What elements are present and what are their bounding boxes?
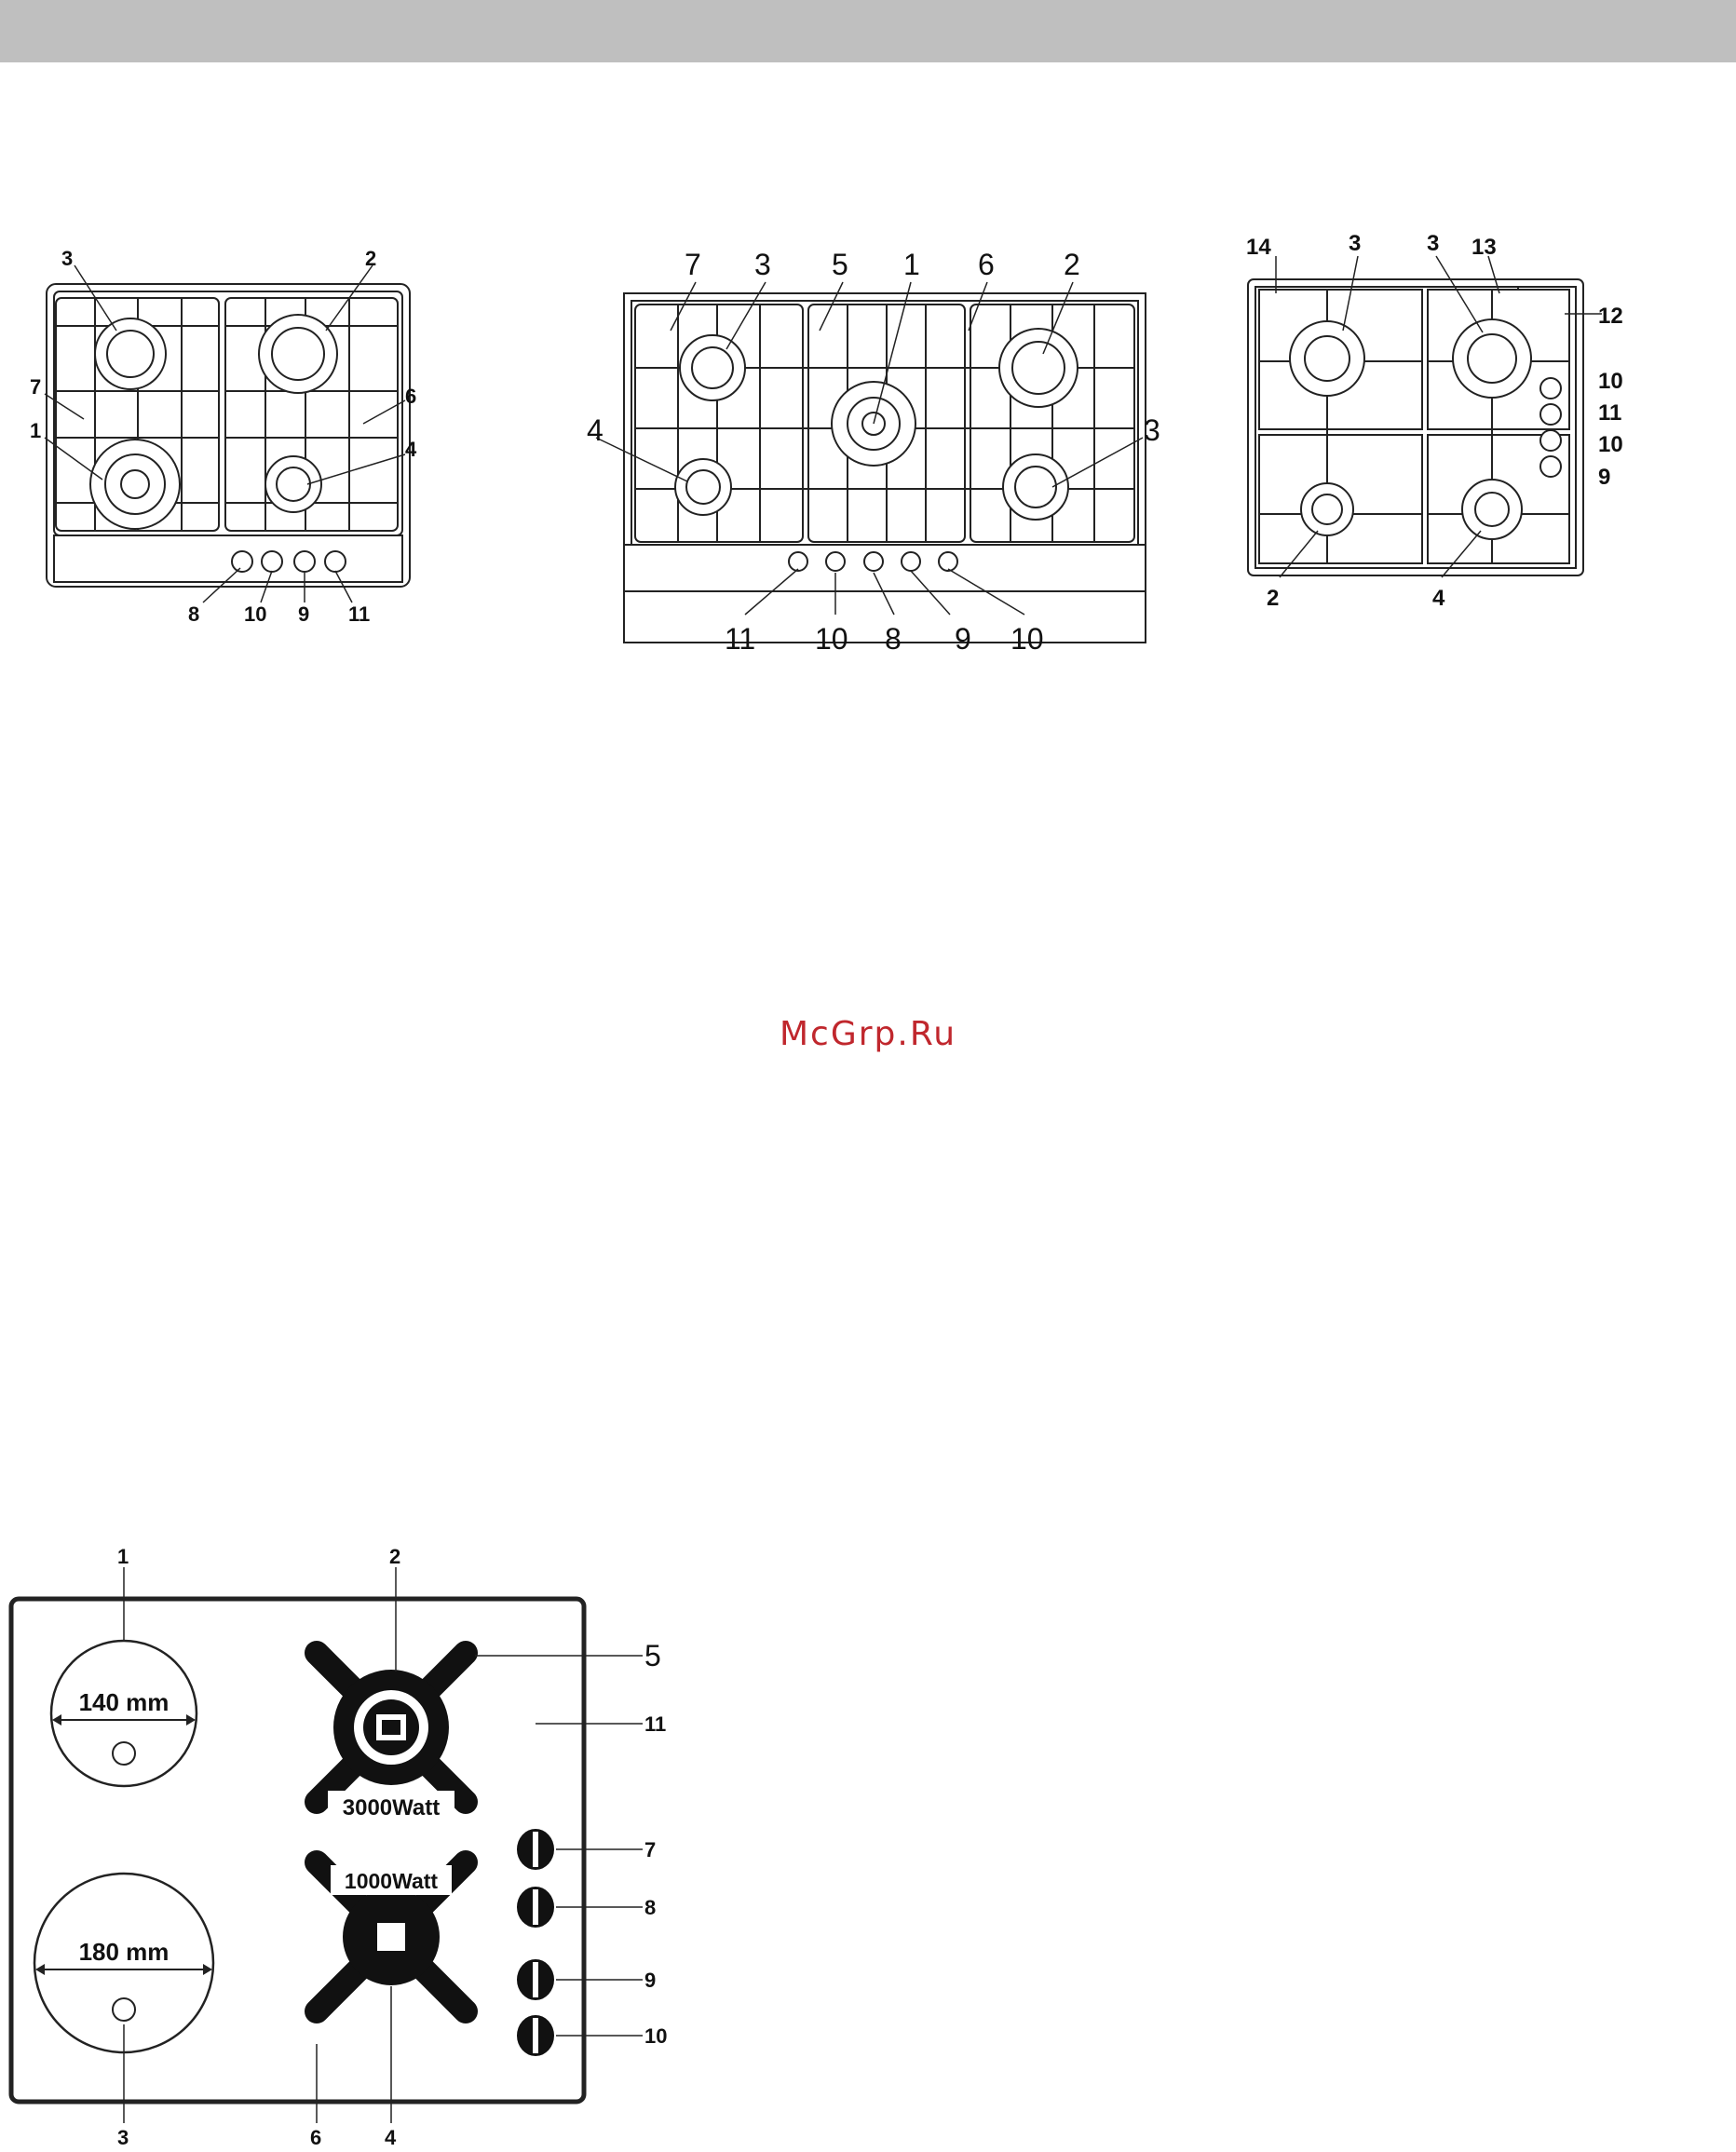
hob-b-label-5: 5 bbox=[832, 248, 848, 281]
hob-b-label-1: 1 bbox=[903, 248, 920, 281]
hob-d-label-1: 1 bbox=[117, 1545, 129, 1568]
hob-d-label-6: 6 bbox=[310, 2126, 321, 2149]
hob-c-label-10-b: 10 bbox=[1598, 432, 1623, 457]
hob-c-label-3-b: 3 bbox=[1427, 231, 1439, 256]
hob-a-label-11: 11 bbox=[348, 602, 370, 626]
hob-d-label-3: 3 bbox=[117, 2126, 129, 2149]
hob-c-label-9: 9 bbox=[1598, 465, 1610, 490]
hob-a-label-1: 1 bbox=[30, 419, 41, 442]
hob-a-label-4: 4 bbox=[405, 438, 417, 461]
hob-b-label-9: 9 bbox=[955, 622, 971, 656]
hob-b-label-10-b: 10 bbox=[1010, 622, 1044, 656]
hob-d-label-7: 7 bbox=[644, 1838, 656, 1861]
hob-a-label-6: 6 bbox=[405, 385, 416, 408]
hob-c-label-11: 11 bbox=[1598, 400, 1621, 426]
hob-b-label-3-top: 3 bbox=[754, 248, 771, 281]
hob-b-label-8: 8 bbox=[885, 622, 902, 656]
hob-c-diagram: 14 3 3 13 12 10 11 10 9 2 4 bbox=[1239, 228, 1639, 629]
header-band bbox=[0, 0, 1736, 62]
plate-small-size: 140 mm bbox=[79, 1688, 170, 1716]
hob-d-label-9: 9 bbox=[644, 1969, 656, 1992]
hob-b-label-10-a: 10 bbox=[815, 622, 848, 656]
hob-b-label-4: 4 bbox=[587, 413, 604, 447]
hob-d-label-11: 11 bbox=[644, 1712, 666, 1736]
hob-d-label-10: 10 bbox=[644, 2024, 667, 2048]
hob-b-label-11: 11 bbox=[725, 622, 755, 656]
hob-c-label-12: 12 bbox=[1598, 304, 1623, 329]
hob-a-label-8: 8 bbox=[188, 602, 199, 626]
hob-c-label-10-a: 10 bbox=[1598, 369, 1623, 394]
hob-b-label-7: 7 bbox=[685, 248, 701, 281]
hob-a-label-3: 3 bbox=[61, 247, 73, 270]
hob-d-label-2: 2 bbox=[389, 1545, 400, 1568]
burner-large-power: 3000Watt bbox=[343, 1795, 440, 1820]
hob-d-label-5: 5 bbox=[644, 1639, 661, 1672]
hob-a-label-7: 7 bbox=[30, 375, 41, 399]
hob-b-label-6: 6 bbox=[978, 248, 995, 281]
hob-d-diagram: 140 mm 180 mm 3000Watt 1000Watt 1 2 11 7… bbox=[0, 1541, 708, 2152]
watermark-text: McGrp.Ru bbox=[0, 1015, 1736, 1053]
burner-small-power: 1000Watt bbox=[345, 1869, 438, 1893]
hob-a-label-10: 10 bbox=[244, 602, 266, 626]
hob-c-label-2: 2 bbox=[1267, 586, 1279, 611]
hob-c-label-14: 14 bbox=[1246, 235, 1271, 260]
hob-c-label-3-a: 3 bbox=[1349, 231, 1361, 256]
hob-c-label-4: 4 bbox=[1432, 586, 1445, 611]
hob-b-label-3-right: 3 bbox=[1144, 413, 1160, 447]
hob-d-label-4: 4 bbox=[385, 2126, 397, 2149]
hob-a-label-9: 9 bbox=[298, 602, 309, 626]
plate-large-size: 180 mm bbox=[79, 1938, 170, 1966]
hob-d-label-8: 8 bbox=[644, 1896, 656, 1919]
hob-a-diagram: 3 2 7 6 1 4 8 10 9 11 bbox=[28, 237, 512, 666]
hob-a-label-2: 2 bbox=[365, 247, 376, 270]
hob-c-label-13: 13 bbox=[1472, 235, 1497, 260]
hob-b-diagram: 7 3 5 1 6 2 4 3 11 10 8 9 10 bbox=[577, 237, 1192, 666]
hob-b-label-2: 2 bbox=[1064, 248, 1080, 281]
